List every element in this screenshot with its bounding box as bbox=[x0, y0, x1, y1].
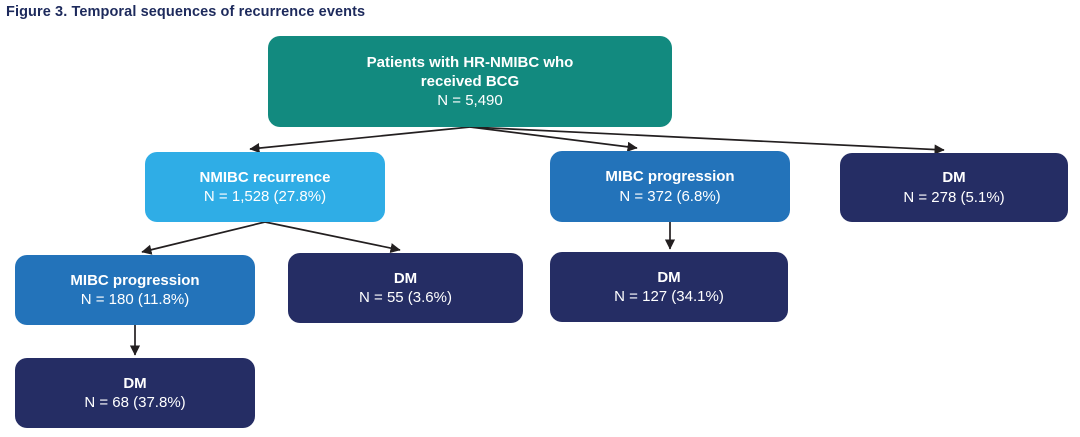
node-dm-direct-count: N = 278 (5.1%) bbox=[903, 188, 1005, 206]
node-mibc-after-nmibc-count: N = 180 (11.8%) bbox=[80, 291, 190, 308]
node-mibc-after-nmibc-label: MIBC progression bbox=[70, 271, 200, 289]
node-dm-after-mibc-count: N = 127 (34.1%) bbox=[614, 288, 724, 305]
node-mibc-progression-label: MIBC progression bbox=[605, 168, 735, 186]
node-mibc-progression[interactable]: MIBC progression N = 372 (6.8%) bbox=[550, 151, 790, 222]
node-dm-after-nmibc-count: N = 55 (3.6%) bbox=[359, 289, 452, 306]
node-nmibc-recurrence[interactable]: NMIBC recurrence N = 1,528 (27.8%) bbox=[145, 152, 385, 222]
node-mibc-progression-count: N = 372 (6.8%) bbox=[619, 187, 721, 205]
node-dm-after-mibc-after-nmibc-label: DM bbox=[123, 374, 147, 392]
node-dm-after-mibc-after-nmibc[interactable]: DM N = 68 (37.8%) bbox=[15, 358, 255, 428]
node-mibc-after-nmibc[interactable]: MIBC progression N = 180 (11.8%) bbox=[15, 255, 255, 325]
node-root[interactable]: Patients with HR-NMIBC who received BCG … bbox=[268, 36, 672, 127]
edge-root-to-mibc bbox=[469, 126, 638, 152]
node-dm-after-mibc[interactable]: DM N = 127 (34.1%) bbox=[550, 252, 788, 322]
node-nmibc-recurrence-label: NMIBC recurrence bbox=[199, 168, 331, 186]
page-title: Figure 3. Temporal sequences of recurren… bbox=[6, 4, 366, 20]
edge-root-to-dm bbox=[469, 126, 945, 155]
node-dm-after-nmibc[interactable]: DM N = 55 (3.6%) bbox=[288, 253, 523, 323]
edge-nmibc-to-dm bbox=[264, 221, 401, 254]
node-dm-direct[interactable]: DM N = 278 (5.1%) bbox=[840, 153, 1068, 222]
node-root-count: N = 5,490 bbox=[437, 92, 503, 110]
node-root-label: Patients with HR-NMIBC who received BCG bbox=[366, 53, 574, 90]
node-dm-after-mibc-after-nmibc-count: N = 68 (37.8%) bbox=[84, 394, 186, 411]
node-dm-direct-label: DM bbox=[942, 169, 966, 187]
edge-nmibc-to-mibc bbox=[141, 221, 266, 255]
edge-root-to-nmibc bbox=[249, 126, 471, 154]
node-dm-after-mibc-label: DM bbox=[657, 268, 681, 286]
node-dm-after-nmibc-label: DM bbox=[393, 269, 418, 287]
node-nmibc-recurrence-count: N = 1,528 (27.8%) bbox=[203, 188, 327, 205]
